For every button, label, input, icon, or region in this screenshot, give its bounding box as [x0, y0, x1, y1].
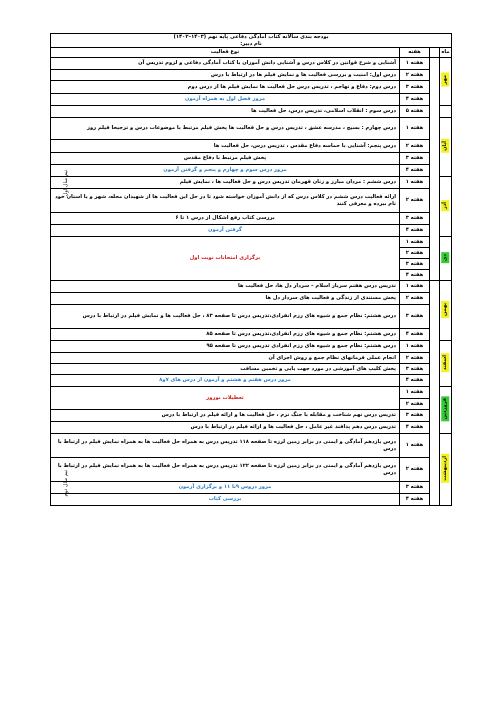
week-label: هفته ۴ — [399, 421, 430, 434]
week-label: هفته ۴ — [399, 164, 430, 177]
activity-cell: درس ششم : مردان مبارز و زنان قهرمان تدری… — [50, 176, 400, 189]
week-label: هفته ۳ — [399, 363, 430, 375]
week-label: هفته ۲ — [399, 139, 430, 153]
activity-cell: درس سوم : انقلاب اسلامی، تدریس درس، حل ف… — [50, 105, 400, 118]
week-label: هفته ۲ — [399, 247, 430, 259]
activity-cell: پخش مستندی از زندگی و فعالیت های سردار د… — [50, 292, 400, 305]
month-aban: آبان — [441, 138, 450, 153]
week-label: هفته ۱ — [399, 57, 430, 70]
week-label: هفته ۳ — [399, 409, 430, 422]
activity-cell: درس دوم: دفاع و تهاجم ، تدریس درس حل فعا… — [50, 80, 400, 94]
activity-cell: درس چهارم : بسیج ، مدرسه عشق ، تدریس درس… — [50, 117, 400, 140]
week-label: هفته ۴ — [399, 269, 430, 281]
exam-cell: برگزاری امتحانات نوبت اول — [50, 236, 400, 281]
activity-cell: مرور درس هفتم و هشتم و آزمون از درس های … — [50, 374, 400, 387]
month-esfand: اسفند — [441, 352, 450, 372]
activity-cell: آشنایی و شرح قوانین در کلاس درس و آشنایی… — [50, 57, 400, 70]
activity-cell: تدریس درس نهم شناخت و مقابله با جنگ نرم … — [50, 409, 400, 422]
week-label: هفته ۲ — [399, 292, 430, 305]
header-activity: نوع فعالیت — [50, 47, 400, 58]
week-label: هفته ۲ — [399, 457, 430, 482]
month-mehr: مهر — [441, 73, 450, 87]
week-label: هفته ۳ — [399, 212, 430, 225]
activity-cell: پخش فیلم مرتبط با دفاع مقدس — [50, 152, 400, 165]
activity-cell: مرور دروس ۹تا ۱۱ و برگزاری آزمون — [50, 481, 400, 494]
activity-cell: درس پنجم: آشنایی با حماسه دفاع مقدس ، تد… — [50, 139, 400, 153]
header-week: هفته — [399, 47, 430, 58]
month-azar: آذر — [441, 199, 450, 211]
activity-cell: درس یازدهم آمادگی و ایمنی در برابر زمین … — [50, 457, 400, 482]
activity-cell: مرور فصل اول به همراه آزمون — [50, 93, 400, 106]
activity-cell: تدریس درس دهم پدافند غیر عامل ، حل فعالی… — [50, 421, 400, 434]
week-label: هفته ۱ — [399, 236, 430, 248]
activity-cell: انجام عملی فرمانهای نظام جمع و روش اجرای… — [50, 352, 400, 364]
holiday-cell: تعطیلات نوروز — [50, 386, 400, 410]
activity-cell: گرفتن آزمون — [50, 224, 400, 237]
activity-cell: درس هشتم: نظام جمع و شیوه های رزم انفراد… — [50, 340, 400, 353]
week-label: هفته ۲ — [399, 352, 430, 364]
week-label: هفته ۳ — [399, 304, 430, 329]
week-label: هفته ۱ — [399, 433, 430, 458]
activity-cell: درس یازدهم آمادگی و ایمنی در برابر زمین … — [50, 433, 400, 458]
activity-cell: درس هشتم: نظام جمع و شیوه های رزم انفراد… — [50, 328, 400, 341]
week-label: هفته ۵ — [399, 105, 430, 118]
week-label: هفته ۱ — [399, 176, 430, 189]
week-label: هفته ۴ — [399, 328, 430, 341]
activity-cell: درس هشتم: نظام جمع و شیوه های رزم انفراد… — [50, 304, 400, 329]
month-ordibehesht: اردیبهشت — [441, 453, 450, 483]
half-label-first: نیم سال اول — [63, 170, 69, 197]
header-month: ماه — [439, 47, 452, 58]
week-label: هفته ۱ — [399, 386, 430, 399]
activity-cell: تدریس درس هفتم سرباز اسلام – سردار دل ها… — [50, 280, 400, 293]
week-label: هفته ۱ — [399, 117, 430, 140]
week-label: هفته ۴ — [399, 493, 430, 506]
week-label: هفته ۲ — [399, 188, 430, 213]
week-label: هفته ۳ — [399, 80, 430, 94]
activity-cell: پخش کلیپ های آموزشی در مورد جهت یابی و ت… — [50, 363, 400, 375]
month-bahman: بهمن — [441, 300, 450, 318]
half-label-second: نیم سال دوم — [63, 470, 69, 497]
table-title: بودجه بندی سالانه کتاب آمادگی دفاعی پایه… — [50, 33, 452, 48]
week-label: هفته ۲ — [399, 69, 430, 81]
week-label: هفته ۴ — [399, 374, 430, 387]
month-farvardin: فروردین — [441, 396, 450, 422]
week-label: هفته ۴ — [399, 93, 430, 106]
activity-cell: بررسی کتاب رفع اشکال از درس ۱ تا ۶ — [50, 212, 400, 225]
week-label: هفته ۳ — [399, 481, 430, 494]
activity-cell: درس اول: امنیت و بررسی فعالیت ها و نمایش… — [50, 69, 400, 81]
activity-cell: بررسی کتاب — [50, 493, 400, 506]
month-dey: دی — [441, 251, 450, 263]
activity-cell: مرور درس سوم و چهارم و پنجم و گرفتن آزمو… — [50, 164, 400, 177]
teacher-label: نام دبیر: — [240, 40, 262, 47]
week-label: هفته ۴ — [399, 224, 430, 237]
week-label: هفته ۲ — [399, 398, 430, 410]
week-label: هفته ۳ — [399, 152, 430, 165]
week-label: هفته ۱ — [399, 280, 430, 293]
budget-table: بودجه بندی سالانه کتاب آمادگی دفاعی پایه… — [50, 33, 452, 506]
week-label: هفته ۱ — [399, 340, 430, 353]
week-label: هفته ۳ — [399, 258, 430, 270]
activity-cell: ارائه فعالیت درس ششم در کلاس درس که از د… — [50, 188, 400, 213]
